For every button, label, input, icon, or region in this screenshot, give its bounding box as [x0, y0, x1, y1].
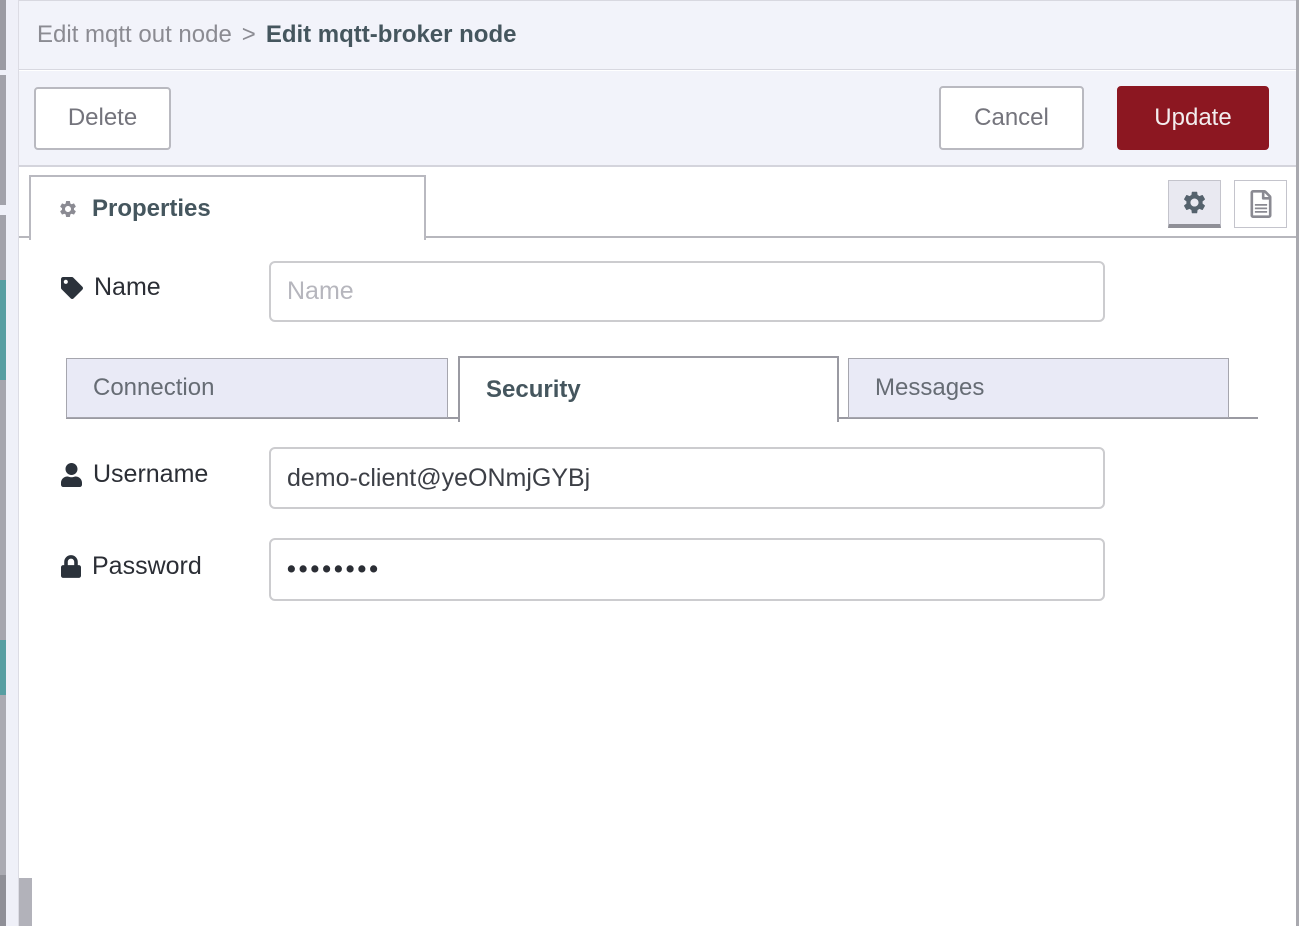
- palette-node-fragment: [0, 380, 6, 640]
- palette-node-fragment: [0, 875, 6, 926]
- gear-icon: [58, 199, 78, 219]
- dialog-button-bar: Delete Cancel Update: [19, 71, 1296, 167]
- delete-button[interactable]: Delete: [34, 86, 171, 150]
- palette-node-fragment-teal: [0, 640, 6, 695]
- workspace-edge: [0, 0, 18, 926]
- tab-properties-label: Properties: [92, 194, 211, 222]
- scrollbar-fragment: [19, 878, 32, 926]
- tab-properties[interactable]: Properties: [29, 175, 426, 240]
- password-field-label: Password: [61, 552, 202, 581]
- gear-icon: [1181, 189, 1208, 216]
- update-button[interactable]: Update: [1117, 86, 1269, 150]
- breadcrumb-current: Edit mqtt-broker node: [265, 21, 517, 48]
- breadcrumb-separator: >: [241, 21, 256, 48]
- lock-icon: [61, 555, 81, 578]
- edit-node-dialog: Edit mqtt out node > Edit mqtt-broker no…: [18, 0, 1299, 926]
- password-input[interactable]: [269, 538, 1105, 601]
- username-input[interactable]: [269, 447, 1105, 509]
- tab-connection[interactable]: Connection: [66, 358, 448, 418]
- username-label-text: Username: [93, 460, 209, 488]
- cancel-button[interactable]: Cancel: [939, 86, 1084, 150]
- node-settings-button[interactable]: [1168, 180, 1221, 228]
- breadcrumb: Edit mqtt out node > Edit mqtt-broker no…: [19, 0, 1296, 70]
- palette-node-fragment: [0, 0, 6, 70]
- tab-security[interactable]: Security: [458, 356, 839, 422]
- username-field-label: Username: [61, 460, 208, 489]
- palette-node-fragment: [0, 215, 6, 280]
- tag-icon: [61, 276, 83, 299]
- password-label-text: Password: [92, 552, 202, 580]
- palette-node-fragment: [0, 75, 6, 205]
- name-label-text: Name: [94, 273, 161, 301]
- editor-tab-bar: Properties: [19, 167, 1296, 240]
- user-icon: [61, 462, 82, 487]
- node-description-button[interactable]: [1234, 180, 1287, 228]
- breadcrumb-parent-link[interactable]: Edit mqtt out node: [37, 21, 232, 48]
- tab-messages[interactable]: Messages: [848, 358, 1229, 418]
- palette-node-fragment-teal: [0, 280, 6, 380]
- palette-edge: [0, 0, 6, 926]
- name-input[interactable]: [269, 261, 1105, 322]
- palette-node-fragment: [0, 695, 6, 875]
- name-field-label: Name: [61, 273, 161, 302]
- file-text-icon: [1249, 190, 1273, 218]
